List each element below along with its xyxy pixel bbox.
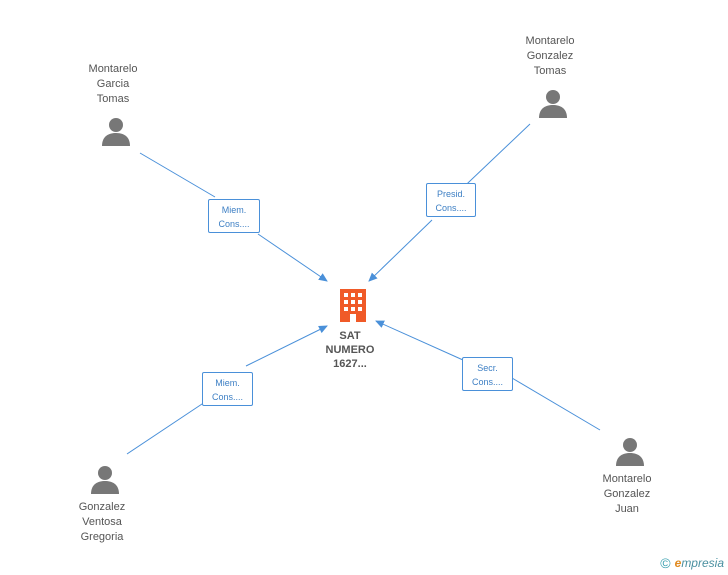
edge-p1	[139, 152, 327, 281]
relation-body: Cons....	[471, 377, 503, 387]
person-name-p4[interactable]: Montarelo Gonzalez Juan	[602, 473, 652, 515]
person-name-p3[interactable]: Gonzalez Ventosa Gregoria	[78, 501, 126, 543]
person-icon[interactable]	[538, 88, 568, 118]
brand-logo: empresia	[674, 556, 724, 570]
company-building-icon[interactable]	[340, 289, 366, 322]
person-name-p1[interactable]: Montarelo Garcia Tomas	[88, 63, 138, 105]
relation-role: Miem.	[215, 378, 240, 388]
edge-p3	[126, 326, 327, 455]
company-name[interactable]: SAT NUMERO 1627...	[325, 330, 375, 370]
relation-role: Secr.	[477, 363, 498, 373]
copyright-icon: ©	[660, 555, 671, 571]
person-name-p2[interactable]: Montarelo Gonzalez Tomas	[525, 35, 575, 77]
brand-footer[interactable]: © empresia	[660, 555, 724, 571]
relation-label-p4[interactable]: Secr. Cons....	[462, 357, 513, 391]
relation-role: Presid.	[436, 189, 465, 199]
relation-role: Miem.	[221, 205, 247, 215]
relation-label-p3[interactable]: Miem. Cons....	[202, 372, 253, 406]
relation-body: Cons....	[211, 392, 243, 402]
edge-p4	[376, 321, 601, 431]
person-icon[interactable]	[615, 436, 645, 466]
person-icon[interactable]	[90, 464, 120, 494]
relation-label-p2[interactable]: Presid. Cons....	[426, 183, 476, 217]
relation-label-p1[interactable]: Miem. Cons....	[208, 199, 260, 233]
relation-body: Cons....	[218, 219, 250, 229]
relation-body: Cons....	[435, 203, 467, 213]
person-icon[interactable]	[101, 116, 131, 146]
